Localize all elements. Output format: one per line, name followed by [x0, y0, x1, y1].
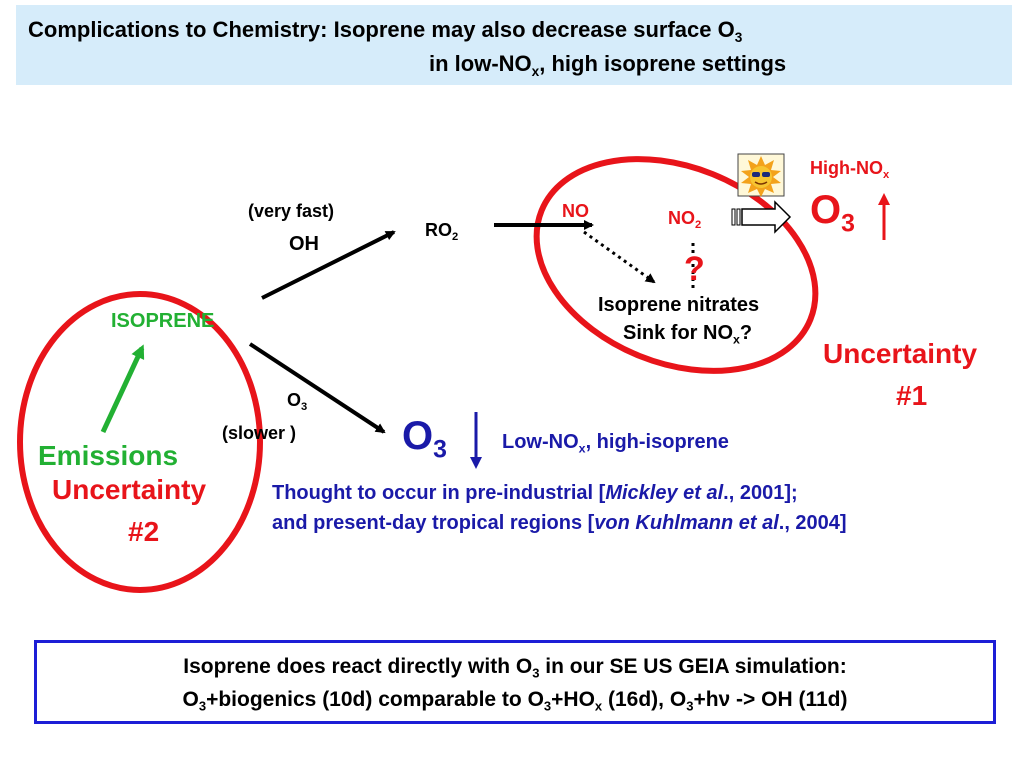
no-label: NO	[562, 201, 589, 221]
thought-line-1: Thought to occur in pre-industrial [Mick…	[272, 482, 798, 504]
uncertainty-2-line2: #2	[128, 516, 160, 547]
emissions-arrow	[100, 344, 145, 434]
striped-block-arrow	[731, 200, 792, 234]
title-banner: Complications to Chemistry: Isoprene may…	[16, 5, 1012, 85]
emissions-label: Emissions	[38, 440, 179, 471]
title-line-2: in low-NOx, high isoprene settings	[429, 51, 787, 79]
uncertainty-2-ellipse	[17, 291, 263, 593]
oh-label: OH	[289, 233, 319, 255]
slower-label: (slower )	[222, 423, 297, 443]
uncertainty-1-ellipse	[533, 156, 819, 374]
uncertainty-1-line1: Uncertainty	[823, 338, 978, 369]
very-fast-label: (very fast)	[248, 201, 335, 221]
oh-arrow	[261, 230, 396, 300]
no2-label: NO2	[668, 208, 702, 231]
title-line-1: Complications to Chemistry: Isoprene may…	[28, 17, 743, 45]
no-nitrates-dotted-arrow	[583, 230, 656, 284]
summary-box: Isoprene does react directly with O3 in …	[34, 640, 996, 724]
isoprene-nitrates-label: Isoprene nitrates	[598, 294, 760, 316]
sun-with-sunglasses-icon	[737, 153, 785, 197]
thought-line-2: and present-day tropical regions [von Ku…	[272, 512, 847, 534]
uncertainty-2-line1: Uncertainty	[52, 474, 207, 505]
high-nox-o3-label: O3	[810, 188, 855, 238]
summary-line-2: O3+biogenics (10d) comparable to O3+HOx …	[182, 688, 848, 714]
summary-line-1: Isoprene does react directly with O3 in …	[183, 655, 847, 681]
question-mark: ?	[684, 250, 705, 288]
o3-arrow	[248, 342, 386, 434]
low-nox-label: Low-NOx, high-isoprene	[502, 431, 729, 456]
ro2-label: RO2	[425, 220, 459, 243]
high-nox-label: High-NOx	[810, 158, 890, 181]
low-nox-o3-label: O3	[402, 414, 447, 464]
o3-reaction-label: O3	[287, 390, 308, 413]
sink-for-nox-label: Sink for NOx?	[623, 322, 753, 347]
isoprene-label: ISOPRENE	[111, 310, 215, 332]
uncertainty-1-line2: #1	[896, 380, 928, 411]
